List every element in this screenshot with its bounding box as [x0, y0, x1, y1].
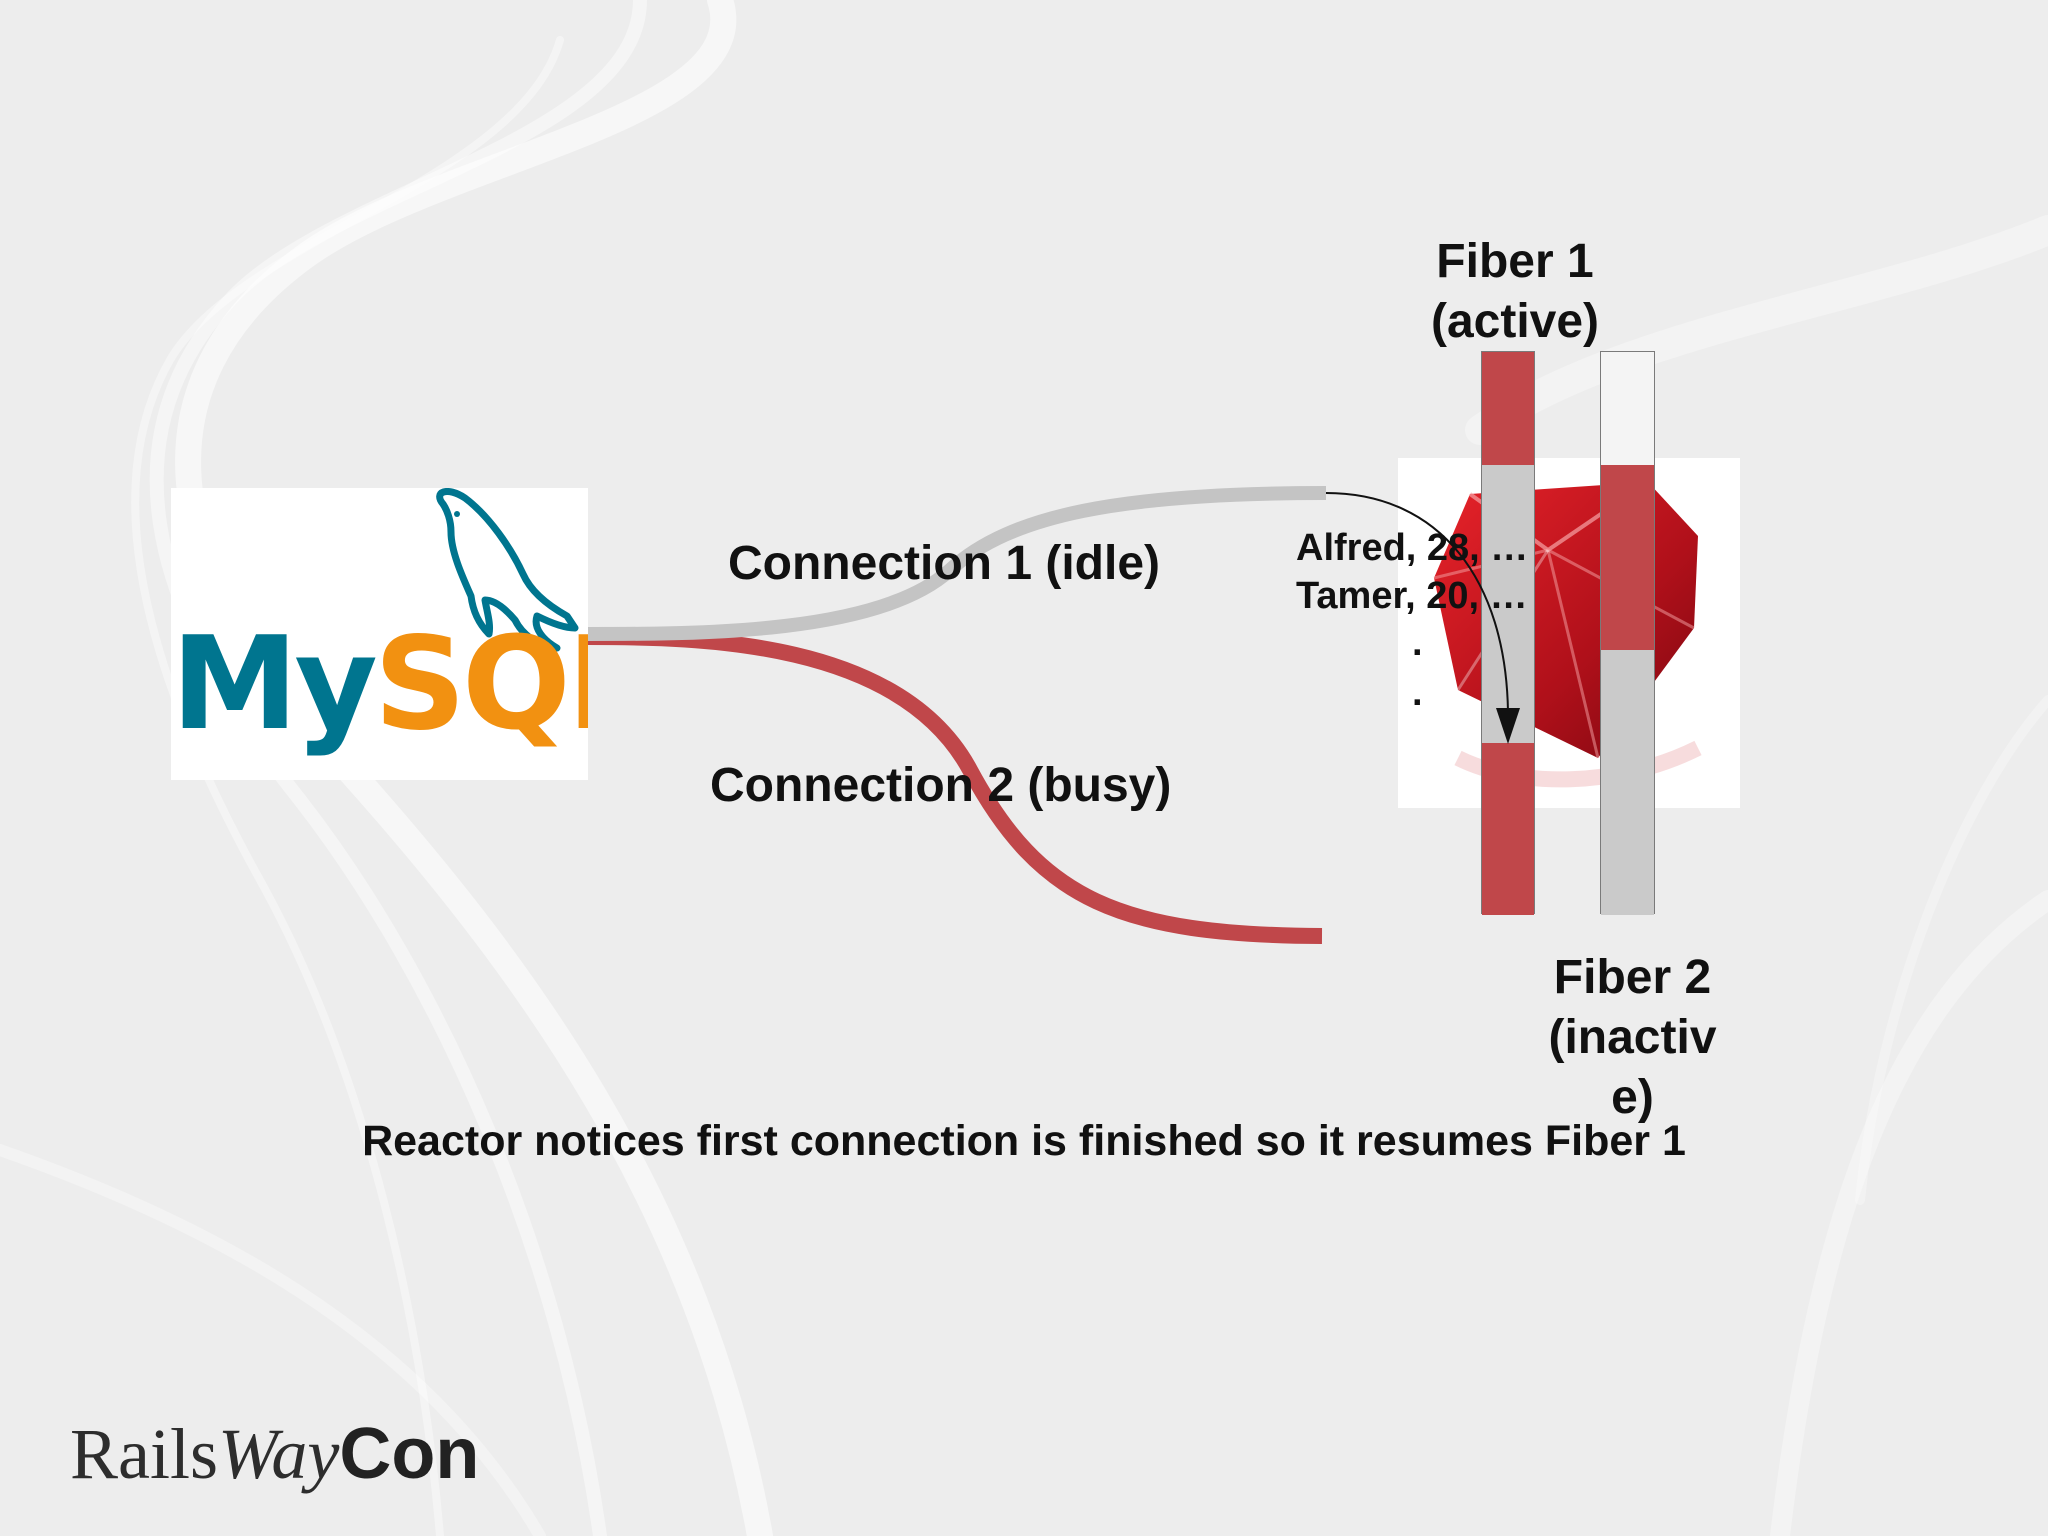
result-row: Alfred, 28, …	[1296, 527, 1529, 569]
fiber1-bar	[1481, 351, 1535, 915]
fiber2-segment-white	[1601, 352, 1654, 465]
connection1-label: Connection 1 (idle)	[728, 537, 1160, 590]
brand-rails-text: Rails	[70, 1414, 219, 1494]
slide-caption: Reactor notices first connection is fini…	[362, 1117, 1686, 1165]
fiber1-label-line2: (active)	[1430, 295, 1600, 348]
fiber1-segment-red	[1482, 352, 1534, 465]
dolphin-icon	[436, 488, 579, 652]
fiber2-label-line2: (inactiv	[1548, 1011, 1717, 1064]
fiber1-segment-red	[1482, 743, 1534, 915]
ellipsis-dot: .	[1412, 622, 1423, 664]
brand-way-text: Way	[218, 1414, 340, 1494]
fiber1-label-line1: Fiber 1	[1436, 235, 1594, 288]
fiber1-label: Fiber 1 (active)	[1395, 232, 1635, 352]
result-row: Tamer, 20, …	[1296, 575, 1528, 617]
connection2-curve	[587, 629, 1323, 944]
fiber2-label: Fiber 2 (inactiv e)	[1510, 948, 1755, 1128]
mysql-logo: MySQL	[171, 488, 588, 780]
fiber2-segment-red	[1601, 465, 1654, 650]
fiber2-segment-grey	[1601, 650, 1654, 915]
arrow-down-icon	[1496, 708, 1520, 744]
connection1-curve	[587, 486, 1327, 641]
mysql-wordmark: MySQL	[171, 621, 588, 749]
brand-con-text: Con	[339, 1414, 480, 1494]
mysql-sql-text: SQL	[373, 610, 588, 759]
ellipsis-dot: .	[1412, 672, 1423, 714]
mysql-my-text: My	[171, 610, 378, 759]
connection2-label: Connection 2 (busy)	[710, 759, 1172, 812]
railswaycon-logo: RailsWayCon	[70, 1418, 479, 1490]
arrow-line	[1325, 492, 1509, 713]
fiber2-label-line1: Fiber 2	[1553, 951, 1712, 1004]
fiber2-bar	[1600, 351, 1655, 915]
fiber2-label-line3: e)	[1611, 1071, 1654, 1124]
